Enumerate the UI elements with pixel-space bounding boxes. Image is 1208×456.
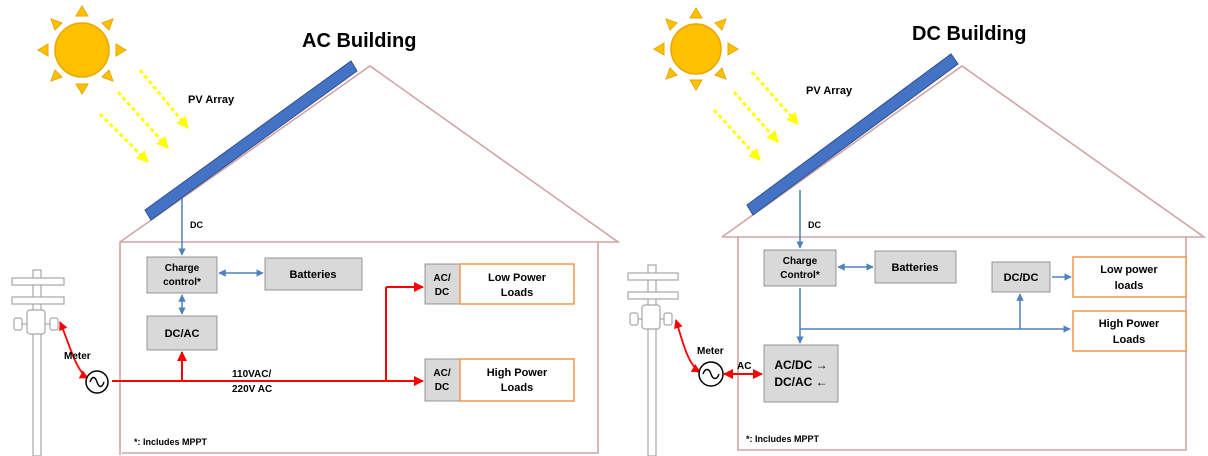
ac-acdc-box-high	[424, 358, 461, 402]
ac-footnote: *: Includes MPPT	[134, 437, 208, 447]
dc-dcdc-label: DC/DC	[1004, 272, 1039, 284]
dc-conv-label-2: DC/AC ←	[774, 375, 827, 389]
dc-charge-label-2: Control*	[780, 270, 820, 281]
dc-high-label-2: Loads	[1113, 334, 1145, 346]
dc-high-label-1: High Power	[1099, 318, 1160, 330]
ac-charge-control-box	[146, 256, 218, 294]
ac-dc-label: DC	[190, 220, 203, 230]
ac-bus-label-1: 110VAC/	[232, 369, 272, 380]
dc-low-label-2: loads	[1115, 280, 1144, 292]
dc-pv-panel	[746, 53, 959, 216]
dc-footnote: *: Includes MPPT	[746, 434, 820, 444]
dc-meter-icon	[698, 361, 724, 387]
ac-building: AC Building PV Array DC Charge control* …	[11, 5, 621, 456]
ac-charge-label-2: control*	[163, 277, 201, 288]
dc-title: DC Building	[912, 23, 1026, 45]
ac-utility-pole-icon	[11, 269, 65, 456]
ac-batteries-box	[264, 257, 363, 291]
dc-dc-label: DC	[808, 220, 821, 230]
dc-charge-label-1: Charge	[783, 256, 818, 267]
ac-high-label-2: Loads	[501, 382, 533, 394]
dc-dcdc-box	[991, 261, 1051, 293]
ac-low-label-2: Loads	[501, 287, 533, 299]
ac-charge-label-1: Charge	[165, 263, 200, 274]
ac-meter-icon	[85, 370, 109, 394]
ac-high-power-loads-box	[459, 358, 575, 402]
sun-rays	[712, 71, 800, 162]
sun-icon	[37, 5, 127, 95]
dc-batteries-label: Batteries	[891, 262, 938, 274]
ac-acdc-box-low	[424, 263, 461, 305]
dc-ac-label: AC	[737, 361, 751, 372]
ac-batteries-label: Batteries	[289, 269, 336, 281]
ac-low-label-1: Low Power	[488, 272, 547, 284]
dc-building: DC Building PV Array DC Charge Control* …	[627, 7, 1207, 456]
sun-icon	[653, 7, 739, 91]
ac-high-label-1: High Power	[487, 367, 548, 379]
ac-acdc-high-label-2: DC	[435, 382, 449, 393]
sun-rays	[98, 69, 190, 164]
ac-pv-panel	[144, 60, 358, 221]
dc-conv-label-1: AC/DC →	[774, 358, 827, 372]
ac-acdc-low-label-1: AC/	[433, 273, 450, 284]
dc-low-power-loads-box	[1072, 256, 1187, 298]
dc-low-label-1: Low power	[1100, 264, 1158, 276]
ac-bus-label-2: 220V AC	[232, 384, 272, 395]
ac-inverter-box	[146, 315, 218, 351]
ac-title: AC Building	[302, 30, 416, 52]
ac-meter-label: Meter	[64, 351, 91, 362]
ac-acdc-low-label-2: DC	[435, 287, 449, 298]
dc-meter-label: Meter	[697, 346, 724, 357]
dc-utility-pole-icon	[627, 264, 679, 456]
dc-charge-control-box	[763, 249, 837, 287]
ac-inverter-label: DC/AC	[165, 328, 200, 340]
ac-acdc-high-label-1: AC/	[433, 368, 450, 379]
dc-high-power-loads-box	[1072, 310, 1187, 352]
ac-low-power-loads-box	[459, 263, 575, 305]
ac-pv-label: PV Array	[188, 94, 235, 106]
dc-converter-box	[763, 344, 839, 403]
dc-batteries-box	[874, 250, 957, 284]
dc-pv-label: PV Array	[806, 85, 853, 97]
